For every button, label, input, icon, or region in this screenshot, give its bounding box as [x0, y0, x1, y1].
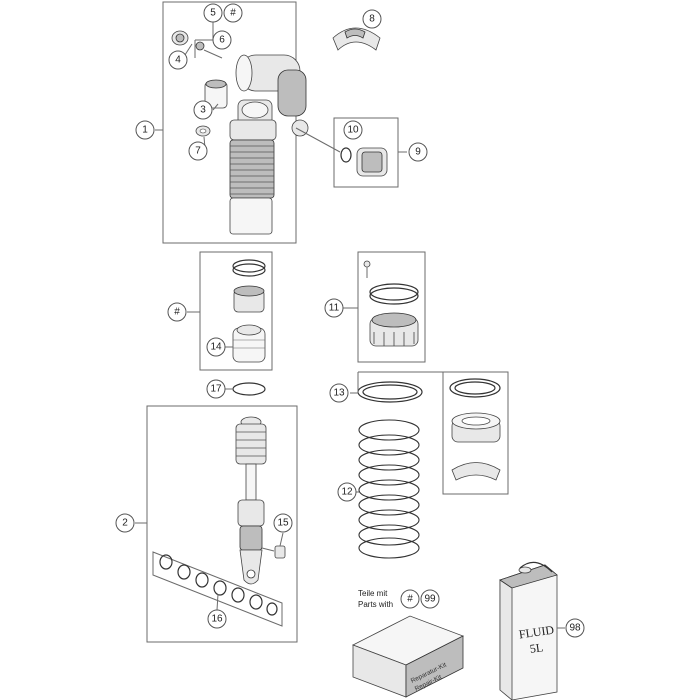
- callout-16: 16: [207, 609, 227, 629]
- callout-4: 4: [168, 50, 188, 70]
- svg-text:14: 14: [210, 342, 222, 353]
- valve: [195, 41, 223, 59]
- fluid-can-label: FLUID: [518, 623, 555, 642]
- svg-text:3: 3: [200, 105, 206, 116]
- bushing: [204, 79, 228, 109]
- callout-3: 3: [193, 100, 213, 120]
- svg-text:16: 16: [211, 614, 223, 625]
- shim-stack: [152, 551, 283, 627]
- svg-text:8: 8: [369, 14, 375, 25]
- callout-14: 14: [206, 337, 226, 357]
- callout-98: 98: [565, 618, 585, 638]
- svg-text:15: 15: [277, 518, 289, 529]
- group-frame-seal-set: [199, 251, 273, 371]
- bump-rubber-cap: [332, 27, 381, 51]
- svg-text:9: 9: [415, 147, 421, 158]
- svg-text:#: #: [174, 307, 180, 318]
- group-frame-spring-seats: [442, 371, 509, 495]
- callout-8: 8: [362, 9, 382, 29]
- kit-note-en: Parts with: [358, 600, 393, 609]
- svg-text:6: 6: [219, 35, 225, 46]
- svg-text:12: 12: [341, 487, 353, 498]
- spring-seat-rings: [357, 378, 501, 481]
- callout-2: 2: [115, 513, 135, 533]
- group-frame-spring-retainer: [357, 251, 426, 363]
- svg-text:11: 11: [329, 303, 340, 314]
- washer: [195, 125, 211, 137]
- svg-text:5: 5: [210, 8, 216, 19]
- svg-text:#: #: [407, 594, 413, 605]
- callout-17: 17: [206, 379, 226, 399]
- callout-7: 7: [188, 141, 208, 161]
- cap: [171, 30, 189, 46]
- callout-5: 5: [203, 3, 223, 23]
- callout-13: 13: [329, 383, 349, 403]
- piston-rod-assembly: [235, 416, 267, 585]
- callout-15: 15: [273, 513, 293, 533]
- circlip: [232, 382, 266, 396]
- svg-text:2: 2: [122, 518, 128, 529]
- callout-11: 11: [324, 298, 344, 318]
- svg-text:99: 99: [424, 594, 436, 605]
- callout-hash-seal-set: #: [167, 302, 187, 322]
- svg-text:7: 7: [195, 146, 201, 157]
- callout-99: 99: [420, 589, 440, 609]
- svg-text:17: 17: [210, 384, 222, 395]
- svg-text:4: 4: [175, 55, 181, 66]
- main-spring: [358, 419, 420, 559]
- kit-note-de: Teile mit: [358, 589, 388, 598]
- svg-text:#: #: [230, 8, 236, 19]
- svg-text:1: 1: [142, 125, 148, 136]
- spring-retainer-nut: [363, 260, 419, 347]
- callout-10: 10: [343, 120, 363, 140]
- svg-text:10: 10: [347, 125, 359, 136]
- compression-adjuster: [295, 127, 388, 177]
- callout-5-hash: #: [223, 3, 243, 23]
- callout-12: 12: [337, 482, 357, 502]
- shock-reservoir-assembly: [229, 54, 309, 235]
- fluid-can-volume: 5L: [529, 640, 544, 656]
- callout-1: 1: [135, 120, 155, 140]
- bleed-screw: [261, 545, 286, 559]
- svg-text:98: 98: [569, 623, 581, 634]
- group-frame-piston-rod: [146, 405, 298, 643]
- callout-6: 6: [212, 30, 232, 50]
- svg-text:13: 13: [333, 388, 345, 399]
- repair-kit-box: Reparatur-Kit Repair-Kit: [352, 615, 464, 698]
- callout-hash-kit: #: [400, 589, 420, 609]
- seal-set-parts: [232, 259, 266, 363]
- callout-9: 9: [408, 142, 428, 162]
- fluid-can: FLUID 5L: [499, 561, 558, 700]
